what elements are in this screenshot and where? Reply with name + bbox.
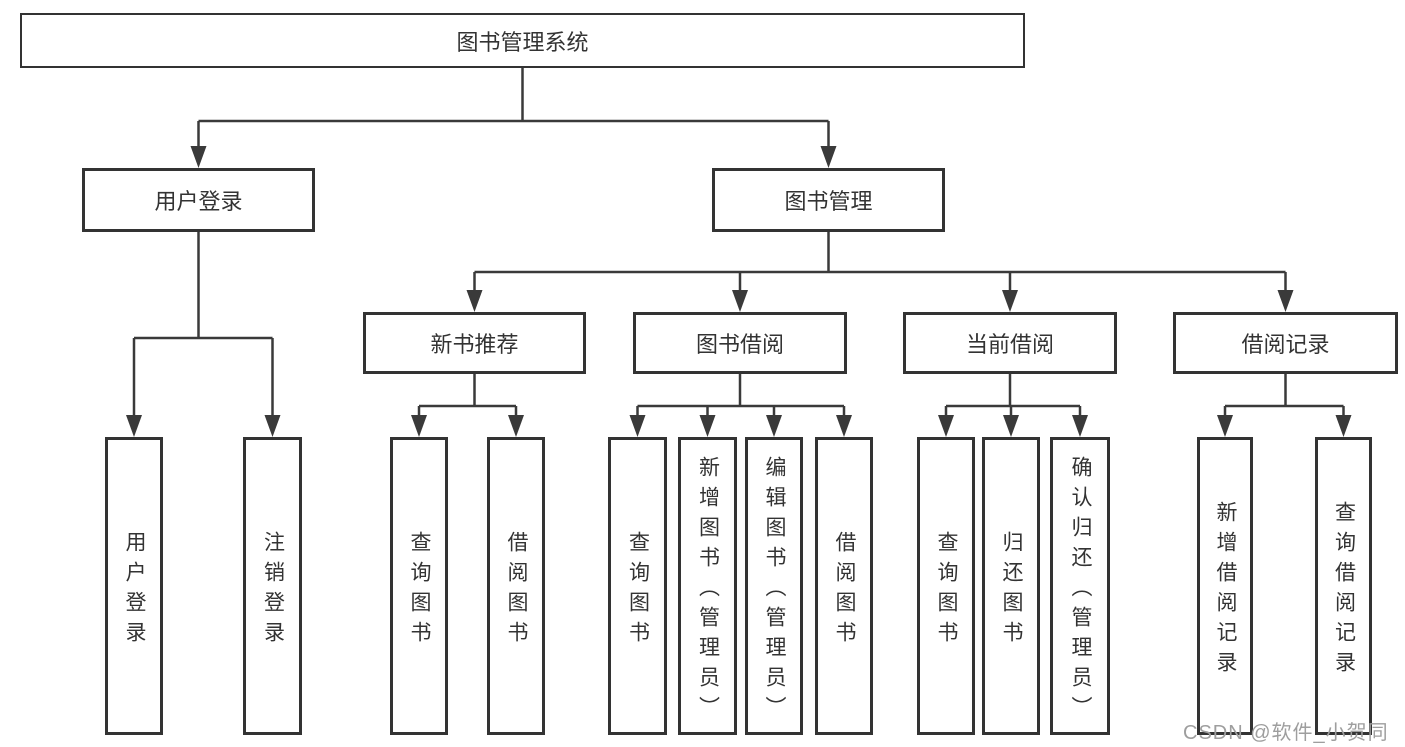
arrow-book-management bbox=[820, 146, 837, 168]
connector-book-mgmt-branch bbox=[473, 232, 1287, 292]
connector-new-book-branch bbox=[417, 374, 518, 417]
node-new-book-recommendation: 新书推荐 bbox=[363, 312, 586, 374]
node-label: 新增图书（管理员） bbox=[696, 455, 720, 726]
leaf-add-borrowing-record: 新增借阅记录 bbox=[1197, 437, 1253, 735]
arrow-current-borrowing bbox=[1002, 290, 1018, 312]
arrow-user-login bbox=[190, 146, 207, 168]
leaf-edit-books-admin: 编辑图书（管理员） bbox=[745, 437, 803, 735]
leaf-user-login: 用户登录 bbox=[105, 437, 163, 735]
arrow-book-borrowing bbox=[732, 290, 748, 312]
arrow-leaf-logout bbox=[264, 415, 281, 437]
node-label: 新增借阅记录 bbox=[1214, 500, 1237, 681]
arrow-leaf-borrow-books-2 bbox=[836, 415, 852, 437]
connector-root-branch bbox=[197, 68, 830, 148]
arrow-leaf-return-books bbox=[1003, 415, 1019, 437]
arrow-leaf-add-books bbox=[699, 415, 716, 437]
leaf-query-books-borrowing: 查询图书 bbox=[608, 437, 667, 735]
node-label: 查询图书 bbox=[935, 530, 958, 651]
node-label: 图书管理 bbox=[784, 189, 873, 214]
arrow-leaf-query-books-1 bbox=[411, 415, 427, 437]
leaf-borrow-books-recommend: 借阅图书 bbox=[487, 437, 545, 735]
node-label: 新书推荐 bbox=[430, 332, 519, 357]
node-label: 借阅图书 bbox=[833, 530, 856, 651]
arrow-leaf-borrow-books-1 bbox=[508, 415, 524, 437]
node-label: 编辑图书（管理员） bbox=[763, 455, 786, 726]
node-label: 确认归还（管理员） bbox=[1069, 455, 1092, 726]
node-borrowing-records: 借阅记录 bbox=[1173, 312, 1398, 374]
node-library-management-system: 图书管理系统 bbox=[20, 13, 1025, 68]
node-label: 注销登录 bbox=[261, 530, 285, 651]
leaf-logout: 注销登录 bbox=[243, 437, 302, 735]
connector-borrow-records-branch bbox=[1223, 374, 1345, 417]
node-label: 归还图书 bbox=[1000, 530, 1023, 651]
node-label: 借阅图书 bbox=[505, 530, 528, 651]
node-label: 图书管理系统 bbox=[456, 29, 589, 55]
connector-book-borrowing-branch bbox=[636, 374, 846, 417]
node-label: 用户登录 bbox=[123, 530, 146, 651]
leaf-confirm-return-admin: 确认归还（管理员） bbox=[1050, 437, 1110, 735]
node-label: 查询图书 bbox=[408, 530, 431, 651]
leaf-add-books-admin: 新增图书（管理员） bbox=[678, 437, 737, 735]
connector-current-borrowing-branch bbox=[944, 374, 1082, 417]
arrow-leaf-user-login bbox=[126, 415, 142, 437]
node-user-login: 用户登录 bbox=[82, 168, 315, 232]
arrow-leaf-query-books-2 bbox=[629, 415, 646, 437]
arrowheads bbox=[126, 146, 1352, 437]
arrow-new-book-recommendation bbox=[466, 290, 483, 312]
arrow-leaf-edit-books bbox=[766, 415, 782, 437]
csdn-watermark: CSDN @软件_小贺同学 bbox=[1183, 722, 1389, 744]
node-label: 查询借阅记录 bbox=[1332, 500, 1356, 681]
leaf-return-books: 归还图书 bbox=[982, 437, 1040, 735]
arrow-borrowing-records bbox=[1277, 290, 1294, 312]
node-book-borrowing: 图书借阅 bbox=[633, 312, 847, 374]
leaf-query-books-current: 查询图书 bbox=[917, 437, 975, 735]
node-label: 当前借阅 bbox=[965, 332, 1054, 357]
node-label: 借阅记录 bbox=[1241, 332, 1330, 357]
arrow-leaf-add-borrow-record bbox=[1217, 415, 1233, 437]
connector-user-login-branch bbox=[132, 232, 274, 417]
node-current-borrowing: 当前借阅 bbox=[903, 312, 1117, 374]
leaf-query-borrowing-record: 查询借阅记录 bbox=[1315, 437, 1372, 735]
leaf-query-books-recommend: 查询图书 bbox=[390, 437, 448, 735]
node-label: 用户登录 bbox=[154, 189, 243, 214]
node-book-management: 图书管理 bbox=[712, 168, 945, 232]
arrow-leaf-confirm-return bbox=[1072, 415, 1088, 437]
leaf-borrow-books-borrowing: 借阅图书 bbox=[815, 437, 873, 735]
node-label: 查询图书 bbox=[626, 530, 650, 651]
arrow-leaf-query-books-3 bbox=[938, 415, 954, 437]
node-label: 图书借阅 bbox=[695, 332, 784, 357]
arrow-leaf-query-borrow-record bbox=[1335, 415, 1352, 437]
